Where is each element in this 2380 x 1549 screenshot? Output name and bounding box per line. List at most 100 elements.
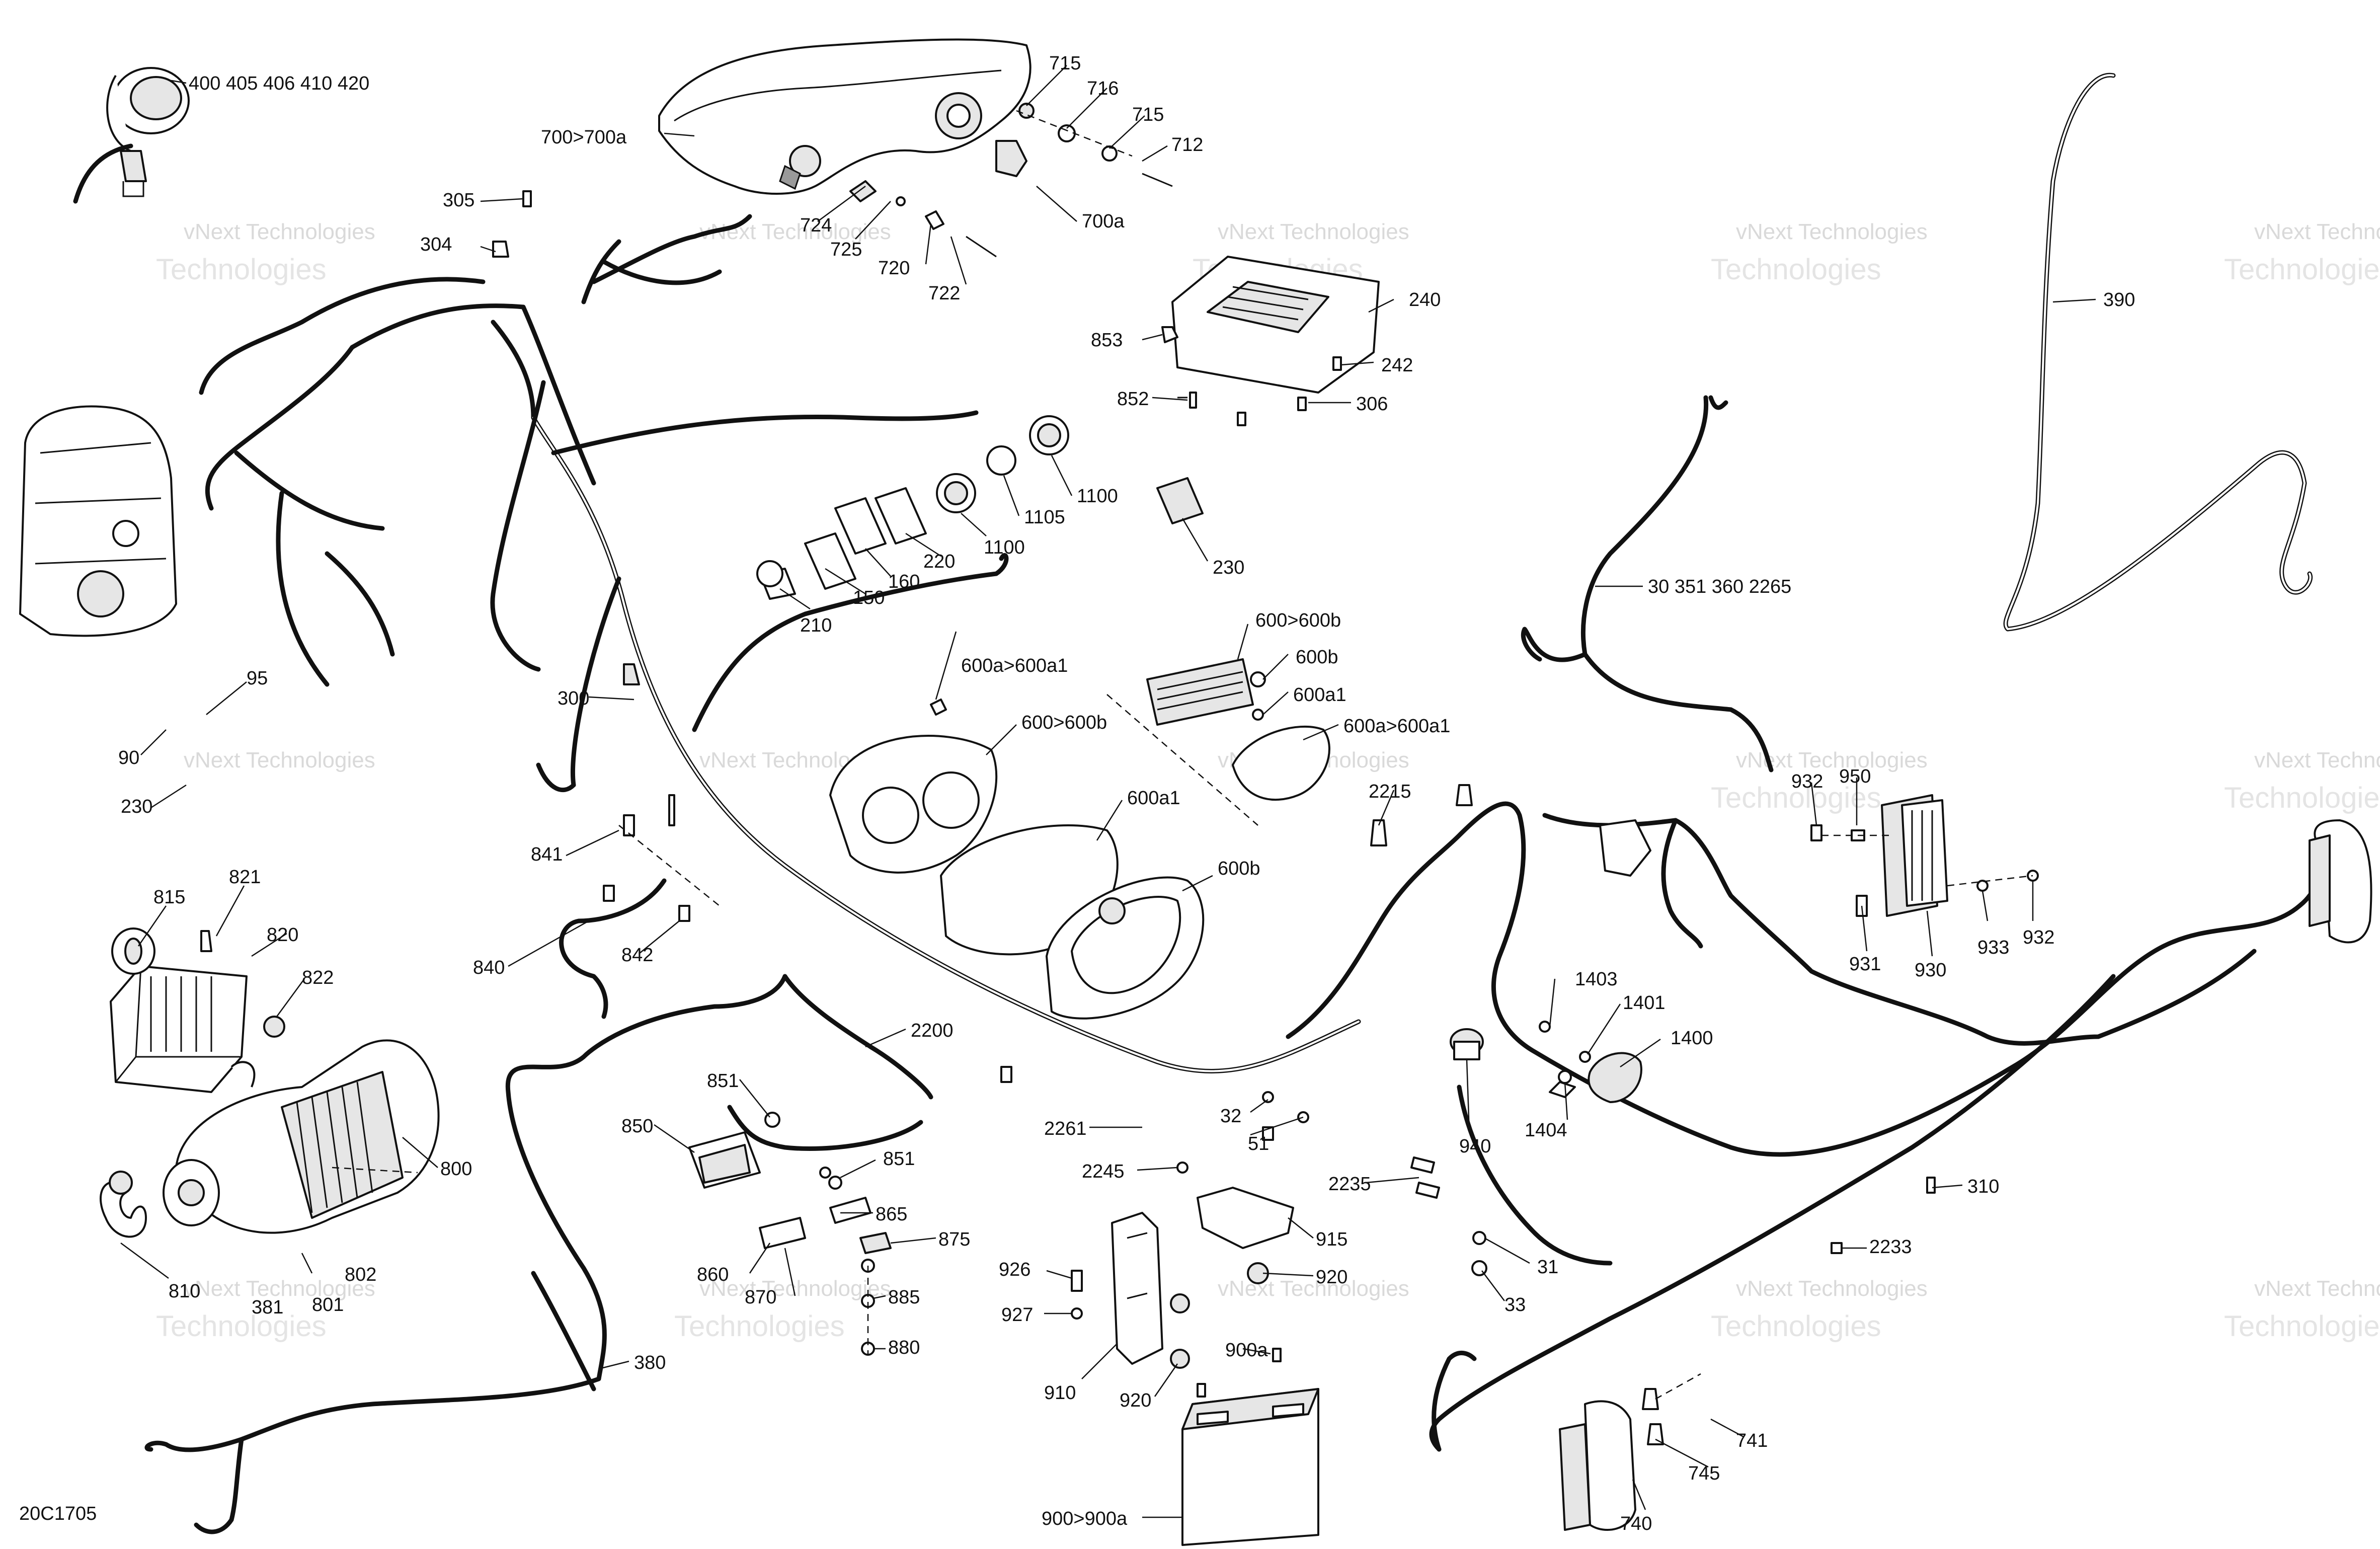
callout-802: 802 <box>345 1264 376 1285</box>
callout-810: 810 <box>169 1281 200 1302</box>
callout-700a: 700a <box>1082 211 1125 232</box>
callout-851: 851 <box>707 1070 739 1092</box>
watermark: vNext Technologies Technologies <box>2224 748 2380 814</box>
callout-841: 841 <box>531 844 563 865</box>
callout-740: 740 <box>1620 1513 1652 1534</box>
watermark: vNext Technologies Technologies <box>2224 1276 2380 1343</box>
callout-51: 51 <box>1248 1133 1269 1154</box>
callout-716: 716 <box>1087 78 1119 99</box>
callout-880: 880 <box>888 1337 920 1358</box>
callout-600a-600a1: 600a>600a1 <box>1343 716 1450 737</box>
callout-715: 715 <box>1132 104 1164 125</box>
callout-labels: 400 405 406 410 420 715 716 715 712 700>… <box>118 53 2135 1534</box>
watermark-text: vNext Technologies <box>1736 219 1928 244</box>
fuse-box-fasteners <box>1161 326 1342 426</box>
callout-915: 915 <box>1316 1229 1347 1250</box>
watermark: vNext Technologies Technologies <box>2224 219 2380 286</box>
knob-940 <box>1450 1028 1484 1060</box>
digital-display-600b <box>1106 658 1330 826</box>
callout-1403: 1403 <box>1575 969 1618 990</box>
callout-390: 390 <box>2103 289 2135 311</box>
watermark: vNext Technologies Technologies <box>674 1276 891 1343</box>
callout-842: 842 <box>621 945 653 966</box>
callout-305: 305 <box>443 190 474 211</box>
cable-30 <box>1521 395 1774 772</box>
callout-90: 90 <box>118 747 139 768</box>
terminal-915 <box>1197 1187 1294 1284</box>
callout-875: 875 <box>938 1229 970 1250</box>
callout-600-600b: 600>600b <box>1021 712 1107 733</box>
callout-852: 852 <box>1117 389 1149 410</box>
headlight-assembly-700 <box>658 38 1032 195</box>
callout-1400: 1400 <box>1671 1028 1713 1049</box>
callout-220: 220 <box>923 551 955 572</box>
callout-2245: 2245 <box>1082 1161 1125 1182</box>
callout-822: 822 <box>302 967 334 988</box>
winch-800 <box>163 1039 440 1234</box>
callout-865: 865 <box>876 1204 907 1225</box>
callout-933: 933 <box>1977 937 2009 958</box>
callout-600-600b: 600>600b <box>1255 610 1341 631</box>
watermark: vNext Technologies Technologies <box>156 1276 375 1343</box>
main-harness <box>199 214 1361 1073</box>
callout-380: 380 <box>634 1352 666 1373</box>
relay-850 <box>688 1112 842 1190</box>
callout-1401: 1401 <box>1623 992 1665 1014</box>
callout-851: 851 <box>883 1148 915 1170</box>
watermark-text: vNext Technologies <box>2254 219 2380 244</box>
battery-bracket-910 <box>1071 1212 1190 1369</box>
callout-400: 400 405 406 410 420 <box>189 73 369 94</box>
watermark-text: vNext Technologies <box>2254 748 2380 772</box>
callout-210: 210 <box>800 615 832 636</box>
callout-720: 720 <box>878 258 910 279</box>
watermark: vNext Technologies <box>184 748 375 772</box>
callout-2233: 2233 <box>1869 1236 1912 1258</box>
callout-310: 310 <box>1967 1176 1999 1197</box>
spot-lamp-400 <box>73 67 190 204</box>
callout-32: 32 <box>1220 1106 1241 1127</box>
misc-fasteners <box>492 190 1936 1276</box>
callout-600b: 600b <box>1296 647 1338 668</box>
callout-600a-600a1: 600a>600a1 <box>961 655 1068 676</box>
watermark: vNext Technologies Technologies <box>1711 1276 1928 1343</box>
watermark-text: vNext Technologies <box>699 219 891 244</box>
callout-850: 850 <box>621 1116 653 1137</box>
callout-33: 33 <box>1504 1294 1526 1315</box>
watermark: vNext Technologies <box>699 219 891 244</box>
cable-390 <box>2003 72 2313 632</box>
watermark-text: Technologies <box>156 253 327 286</box>
callout-932: 932 <box>2023 927 2054 948</box>
watermark: vNext Technologies <box>1218 1276 1409 1301</box>
watermark-text: vNext Technologies <box>184 748 375 772</box>
watermark-text: vNext Technologies <box>1218 219 1409 244</box>
callout-1100: 1100 <box>1077 486 1118 507</box>
fuse-holder-right <box>2309 819 2372 944</box>
callout-30: 30 351 360 2265 <box>1648 576 1791 597</box>
callout-600a1: 600a1 <box>1127 788 1180 809</box>
callout-712: 712 <box>1171 134 1203 156</box>
fuse-holder-740 <box>1559 1373 1701 1531</box>
callout-930: 930 <box>1915 960 1946 981</box>
callout-95: 95 <box>247 668 268 689</box>
callout-910: 910 <box>1044 1382 1076 1404</box>
callout-950: 950 <box>1839 766 1871 787</box>
bracket-860-865 <box>759 1197 892 1356</box>
watermark: vNext Technologies Technologies <box>156 219 375 286</box>
callout-724: 724 <box>800 215 832 236</box>
watermark-text: Technologies <box>2224 1310 2380 1343</box>
callout-304: 304 <box>420 234 452 255</box>
left-headlight <box>19 405 177 637</box>
watermark-text: vNext Technologies <box>2254 1276 2380 1301</box>
callout-230: 230 <box>121 796 152 817</box>
callout-160: 160 <box>888 571 920 592</box>
hex-bracket <box>1599 819 1651 877</box>
callout-600a1: 600a1 <box>1293 684 1346 706</box>
watermark-text: vNext Technologies <box>1218 1276 1409 1301</box>
callout-931: 931 <box>1849 954 1881 975</box>
callout-920: 920 <box>1120 1390 1151 1411</box>
callout-150: 150 <box>853 587 885 608</box>
callout-2261: 2261 <box>1044 1118 1087 1139</box>
callout-800: 800 <box>440 1158 472 1180</box>
callout-1404: 1404 <box>1525 1120 1567 1141</box>
cable-380 <box>144 974 933 1534</box>
